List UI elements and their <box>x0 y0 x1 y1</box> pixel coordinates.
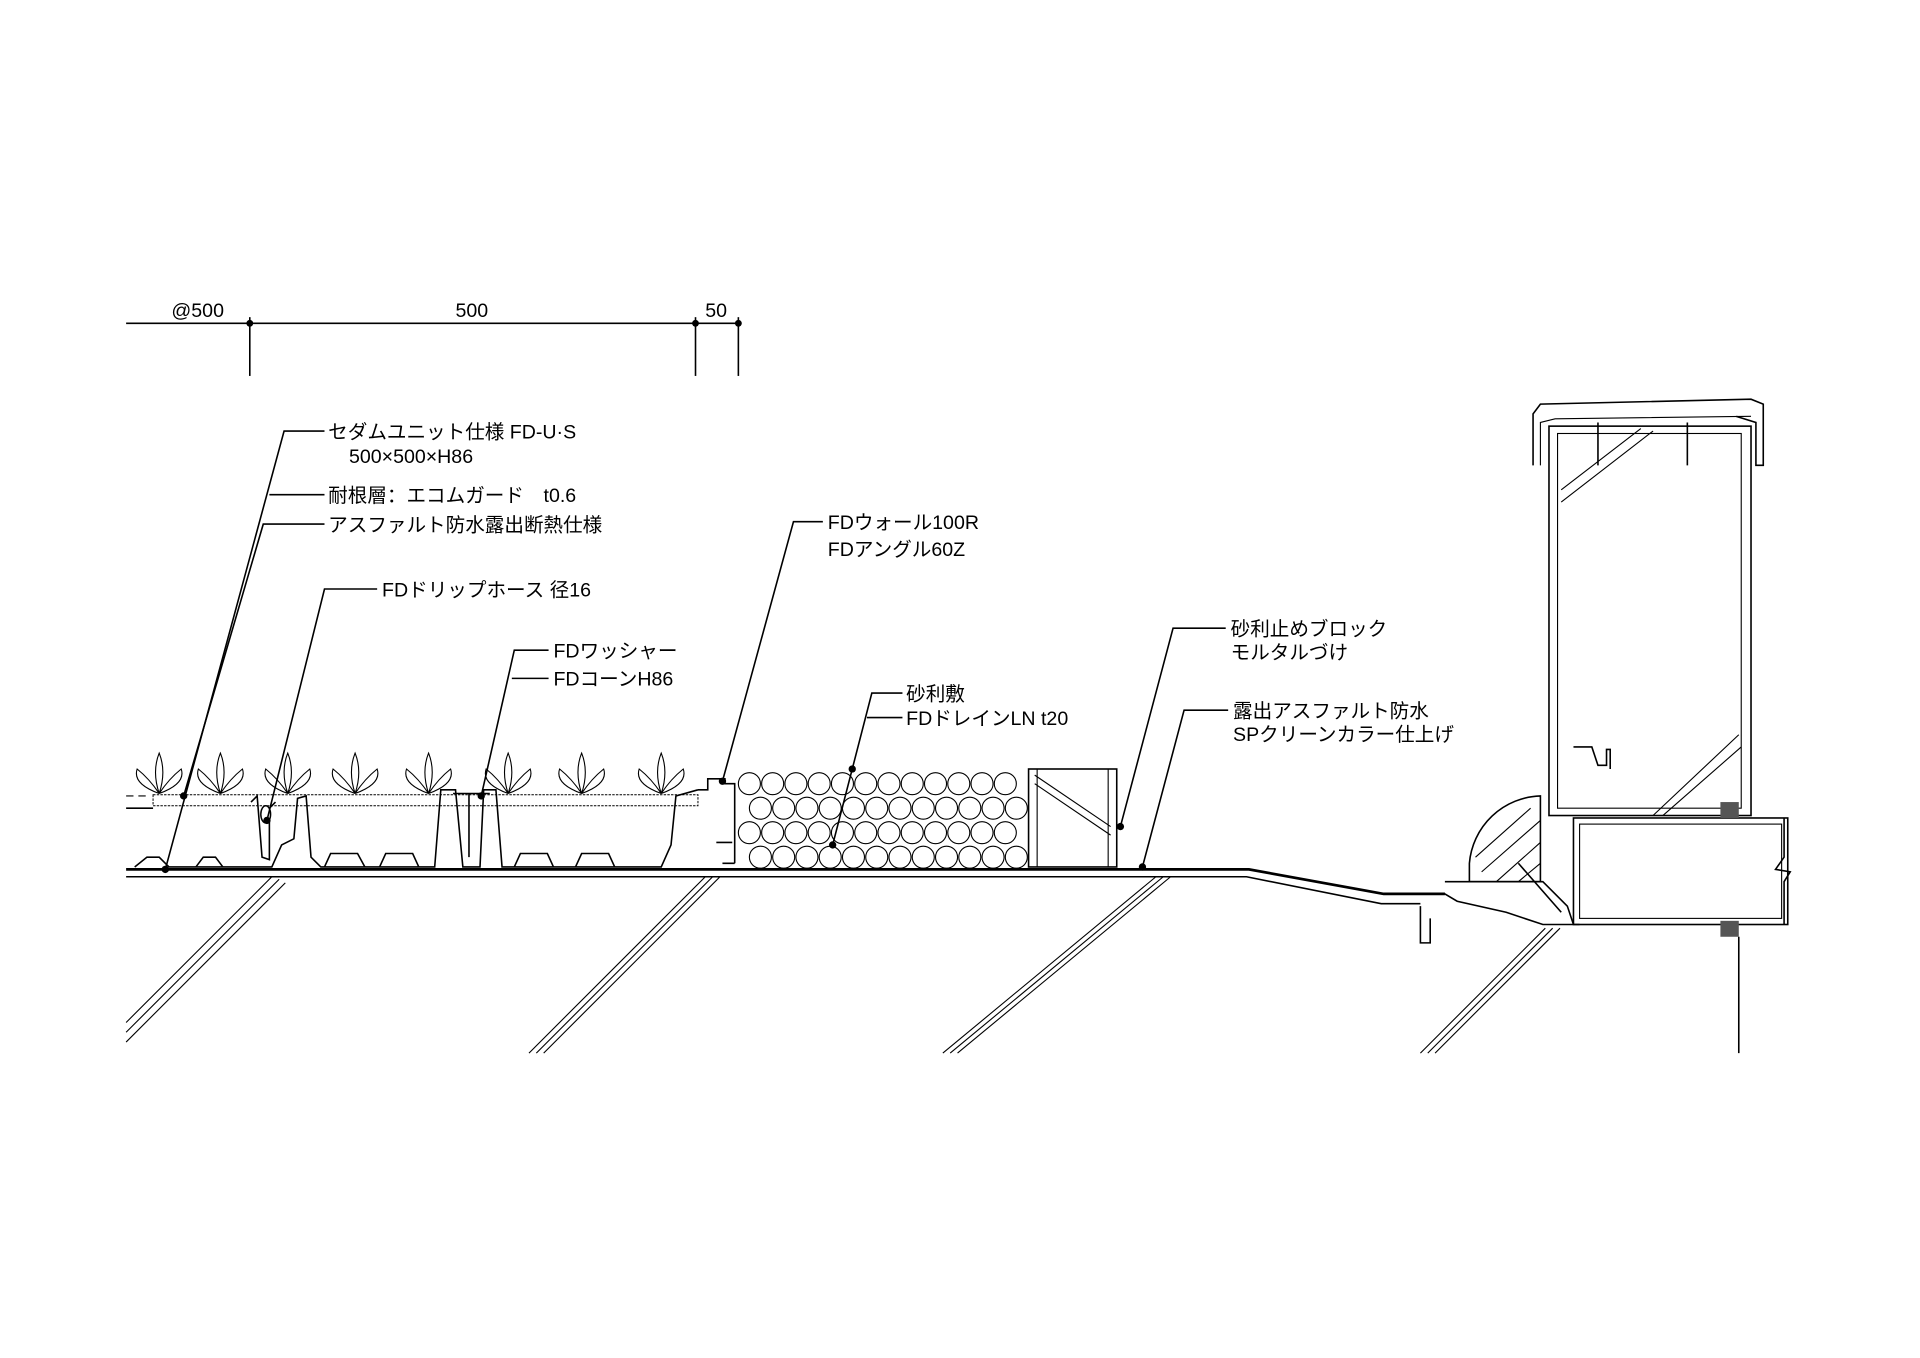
gravel-stone <box>888 845 912 869</box>
sedum-plant <box>135 751 183 795</box>
gravel-stone <box>795 796 819 820</box>
label-sedum-unit-size: 500×500×H86 <box>349 446 473 468</box>
gravel-stone <box>993 772 1017 796</box>
gravel-stone <box>795 845 819 869</box>
sedum-plants <box>135 751 685 795</box>
seal <box>1720 920 1739 937</box>
gravel-stone <box>865 796 889 820</box>
leader-dots <box>161 765 1147 874</box>
gravel-stone <box>748 796 772 820</box>
dimension-unit-width: 500 <box>456 300 489 322</box>
dimension-edge-gap: 50 <box>705 300 727 322</box>
label-cone: FDコーンH86 <box>553 669 673 691</box>
gravel-stone <box>841 796 866 820</box>
label-wall: FDウォール100R <box>828 512 979 534</box>
gravel-stone <box>737 772 761 796</box>
gravel-stone <box>854 772 878 796</box>
dimension-line: @500 500 50 <box>126 300 742 376</box>
fd-wall-angle <box>697 778 736 865</box>
gravel-stone <box>911 796 935 820</box>
soil-layer <box>152 794 699 807</box>
label-sp-clean-color: SPクリーンカラー仕上げ <box>1233 724 1454 746</box>
label-washer: FDワッシャー <box>553 641 677 663</box>
gravel-stone <box>923 821 948 845</box>
gravel-stone <box>877 772 901 796</box>
gravel-stone <box>784 821 808 845</box>
gravel-stone <box>947 821 971 845</box>
gravel-stone <box>900 821 924 845</box>
leader-lines <box>164 430 1229 870</box>
gravel-stone <box>761 772 785 796</box>
label-angle: FDアングル60Z <box>828 539 965 561</box>
label-mortar: モルタルづけ <box>1231 642 1348 664</box>
gravel-stone <box>934 845 959 869</box>
gravel-stone <box>888 796 912 820</box>
label-drip-hose: FDドリップホース 径16 <box>382 579 591 601</box>
gravel-stone <box>958 845 982 869</box>
gravel-stone <box>993 821 1017 845</box>
gravel-stone <box>807 772 831 796</box>
gravel-stone <box>911 845 935 869</box>
gravel-stone <box>772 845 796 869</box>
sedum-plant <box>197 751 244 795</box>
sedum-plant <box>558 751 605 795</box>
gravel-stone <box>900 772 924 796</box>
label-exposed-asphalt: 露出アスファルト防水 <box>1233 701 1429 723</box>
gravel-stone <box>970 772 994 796</box>
annotations: セダムユニット仕様 FD-U·S 500×500×H86 耐根層：エコムガード … <box>328 421 1454 745</box>
gravel-stone <box>923 772 948 796</box>
gravel-stone <box>748 845 772 869</box>
gravel-stone <box>854 821 878 845</box>
slab-hatch <box>125 876 1561 1054</box>
gravel-stone <box>772 796 796 820</box>
parapet <box>1420 398 1792 1054</box>
concrete-slab <box>125 868 1561 1054</box>
gravel-stone <box>981 845 1005 869</box>
sedum-plant <box>484 751 532 795</box>
gravel-stone <box>865 845 889 869</box>
sedum-plant <box>637 751 685 795</box>
sedum-plant <box>405 751 452 795</box>
gravel-stone <box>807 821 831 845</box>
label-gravel-stop-block: 砂利止めブロック <box>1231 618 1388 641</box>
label-drain: FDドレインLN t20 <box>906 708 1068 730</box>
seal <box>1720 802 1739 818</box>
sedum-plant <box>331 751 379 795</box>
gravel-stone <box>934 796 959 820</box>
label-gravel: 砂利敷 <box>906 683 965 705</box>
gravel-stone <box>841 845 866 869</box>
gravel-stone <box>737 821 761 845</box>
gravel-stone <box>784 772 808 796</box>
label-root-barrier: 耐根層：エコムガード t0.6 <box>328 485 576 507</box>
gravel-stone <box>1004 845 1028 869</box>
gravel-stone <box>818 845 842 869</box>
gravel-stone <box>981 796 1005 820</box>
sedum-plant <box>264 751 312 795</box>
label-asphalt-insulated: アスファルト防水露出断熱仕様 <box>328 514 603 536</box>
gravel-stone <box>818 796 842 820</box>
gravel-stone <box>877 821 901 845</box>
gravel-stone <box>970 821 994 845</box>
gravel-stone <box>830 821 855 845</box>
gravel-bed <box>737 772 1028 869</box>
gravel-stone <box>761 821 785 845</box>
gravel-stone <box>958 796 982 820</box>
gravel-stone <box>830 772 855 796</box>
dimension-pitch: @500 <box>171 300 224 322</box>
gravel-stone <box>1004 796 1028 820</box>
sedum-units <box>126 751 699 868</box>
gravel-stone <box>947 772 971 796</box>
gravel-stop-block <box>1027 768 1118 868</box>
label-sedum-unit: セダムユニット仕様 FD-U·S <box>328 421 576 443</box>
